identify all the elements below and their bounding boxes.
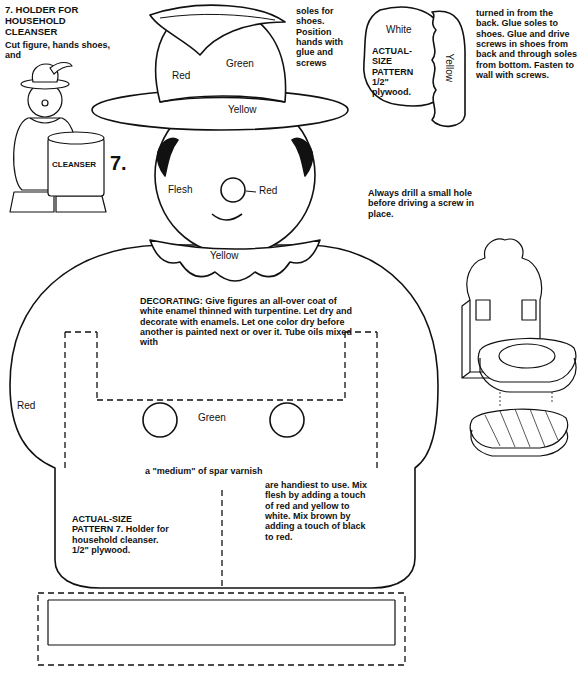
hat-pattern-part xyxy=(160,98,285,103)
color-label: Green xyxy=(226,58,266,70)
callout-number: 7. xyxy=(110,152,140,175)
instruction-note: soles for shoes. Position hands with glu… xyxy=(296,6,358,68)
color-label: Yellow xyxy=(210,250,250,262)
assembly-sketch-part xyxy=(471,430,568,456)
head-pattern-part xyxy=(157,139,178,177)
shoe-pattern-part xyxy=(432,11,465,126)
pattern-title: 7. HOLDER FOR HOUSEHOLD CLEANSER xyxy=(5,5,117,38)
instruction-note: are handiest to use. Mix flesh by adding… xyxy=(265,480,369,542)
instruction-note: Always drill a small hole before driving… xyxy=(368,188,480,219)
collar-pattern xyxy=(150,240,320,281)
body-pattern-part xyxy=(48,600,395,645)
instruction-note: DECORATING: Give figures an all-over coa… xyxy=(140,296,352,348)
pattern-illustration-part xyxy=(10,5,576,665)
instruction-note: a "medium" of spar varnish xyxy=(145,466,305,476)
color-label: White xyxy=(386,24,426,36)
color-label: Red xyxy=(17,400,47,412)
head-pattern-part xyxy=(246,191,256,192)
body-pattern-part xyxy=(270,403,304,437)
finished-holder-sketch-part xyxy=(50,63,72,75)
assembly-sketch-part xyxy=(476,300,490,320)
finished-holder-sketch-part xyxy=(48,138,104,196)
body-pattern-part xyxy=(143,403,177,437)
shoe-pattern xyxy=(364,7,465,126)
finished-holder-sketch-part xyxy=(42,100,48,106)
finished-holder-sketch-part xyxy=(48,132,104,144)
assembly-sketch-part xyxy=(499,344,555,368)
finished-holder-sketch xyxy=(10,63,106,213)
color-label: Yellow xyxy=(228,104,268,116)
assembly-sketch-part xyxy=(470,409,567,448)
head-pattern-part xyxy=(292,139,313,177)
color-label: Flesh xyxy=(168,184,208,196)
hat-pattern-part xyxy=(150,5,285,55)
head-pattern-part xyxy=(221,178,245,202)
pattern-note: ACTUAL-SIZE PATTERN 1/2" plywood. xyxy=(372,46,428,98)
assembly-sketch-part xyxy=(478,338,575,382)
color-label: Green xyxy=(198,412,238,424)
assembly-sketch-part xyxy=(500,392,552,406)
color-label: Red xyxy=(259,185,289,197)
instruction-note: turned in from the back. Glue soles to s… xyxy=(476,8,578,80)
assembly-sketch-part xyxy=(485,409,558,447)
body-pattern-part xyxy=(10,245,438,588)
color-label: Yellow xyxy=(443,54,455,83)
hat-pattern-part xyxy=(160,14,275,20)
body-pattern-part-part xyxy=(97,399,345,400)
pattern-note: ACTUAL-SIZE PATTERN 7. Holder for househ… xyxy=(72,514,170,555)
assembly-sketch xyxy=(462,239,576,456)
body-pattern-part-part xyxy=(345,332,377,468)
assembly-sketch-part xyxy=(522,300,536,320)
body-pattern-part-part xyxy=(221,490,222,588)
body-pattern-part xyxy=(38,332,405,665)
body-pattern-part-part xyxy=(65,332,97,468)
assembly-sketch-part xyxy=(480,358,576,392)
color-label: Red xyxy=(172,70,202,82)
head-pattern-part xyxy=(212,214,242,220)
body-pattern xyxy=(10,245,438,665)
can-label: CLEANSER xyxy=(52,160,102,169)
instruction-note: Cut figure, hands shoes, and xyxy=(5,40,117,61)
body-pattern-part-part xyxy=(38,593,405,665)
finished-holder-sketch-part xyxy=(30,118,60,123)
